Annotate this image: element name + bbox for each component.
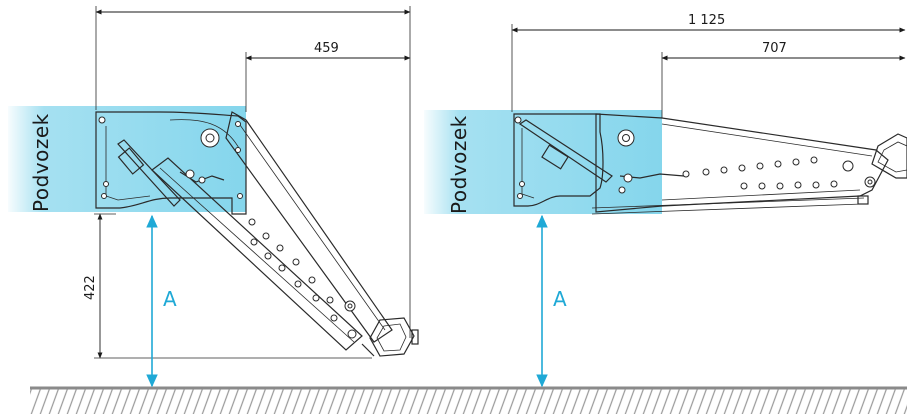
hitch-head bbox=[361, 317, 419, 357]
chassis-band bbox=[424, 110, 662, 214]
arm-horizontal bbox=[591, 113, 889, 215]
left-view: 459 422 A Podvozek bbox=[8, 6, 419, 388]
hitch-head bbox=[857, 133, 907, 205]
dim-707-label: 707 bbox=[762, 41, 787, 56]
dim-1125: 1 125 bbox=[511, 13, 906, 112]
dim-1125-label: 1 125 bbox=[688, 13, 725, 28]
dim-overall-left bbox=[95, 6, 411, 338]
chassis-label-right: Podvozek bbox=[447, 115, 471, 214]
chassis-band bbox=[8, 106, 246, 212]
dim-422: 422 bbox=[83, 213, 372, 359]
chassis-label-left: Podvozek bbox=[29, 113, 53, 212]
mount-plate bbox=[513, 113, 685, 207]
clearance-arrow-right: A bbox=[536, 214, 567, 388]
dim-459: 459 bbox=[245, 41, 411, 112]
mount-plate bbox=[95, 111, 247, 215]
dim-422-label: 422 bbox=[83, 275, 98, 300]
arm-holes bbox=[682, 156, 876, 190]
clearance-label-right: A bbox=[553, 287, 567, 311]
clearance-label-left: A bbox=[163, 287, 177, 311]
ground bbox=[30, 386, 907, 414]
right-view: 1 125 707 A Podvozek bbox=[424, 13, 907, 388]
clearance-arrow-left: A bbox=[146, 214, 177, 388]
dim-707: 707 bbox=[661, 41, 906, 118]
arm-holes bbox=[248, 218, 357, 339]
dim-459-label: 459 bbox=[314, 41, 339, 56]
